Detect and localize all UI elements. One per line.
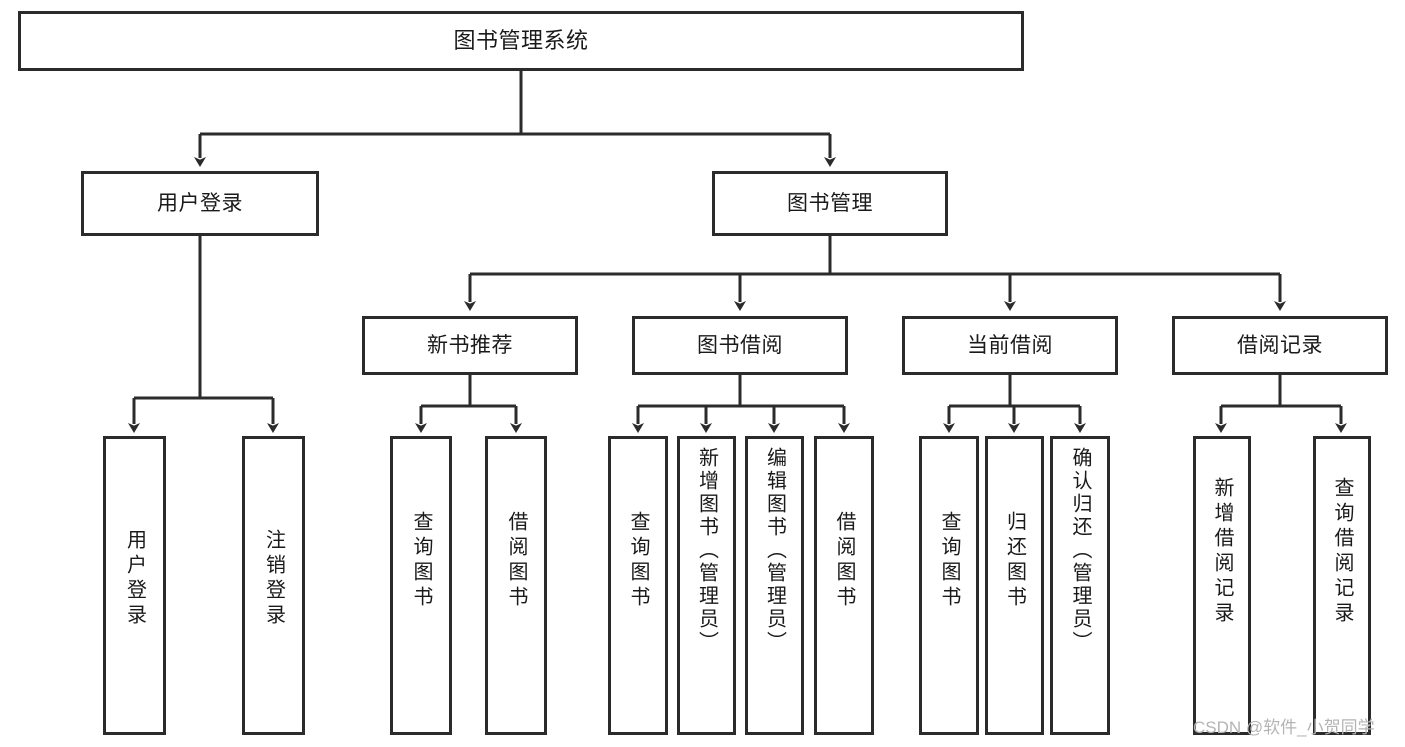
node-label: 新增图书（管理员） (695, 447, 718, 654)
csdn-watermark: CSDN @软件_小贺同学 (1193, 718, 1375, 737)
node-label: 用户登录 (157, 191, 243, 215)
leaf-user-login-login[interactable]: 用户登录 (103, 436, 166, 735)
leaf-borrow-record-query-record[interactable]: 查询借阅记录 (1313, 436, 1371, 735)
node-borrow-record[interactable]: 借阅记录 (1172, 316, 1388, 375)
node-book-management[interactable]: 图书管理 (712, 171, 948, 236)
leaf-current-borrow-query-book[interactable]: 查询图书 (919, 436, 979, 735)
node-current-borrow[interactable]: 当前借阅 (902, 316, 1118, 375)
node-label: 注销登录 (262, 529, 285, 629)
node-new-book-recommend[interactable]: 新书推荐 (362, 316, 578, 375)
node-root-book-management-system[interactable]: 图书管理系统 (18, 11, 1024, 71)
node-label: 用户登录 (123, 529, 146, 629)
node-label: 确认归还（管理员） (1069, 447, 1091, 654)
node-book-borrow[interactable]: 图书借阅 (632, 316, 848, 375)
leaf-book-borrow-borrow-book[interactable]: 借阅图书 (814, 436, 874, 735)
leaf-user-login-logout[interactable]: 注销登录 (242, 436, 305, 735)
leaf-new-book-query-book[interactable]: 查询图书 (390, 436, 452, 735)
leaf-borrow-record-add-record[interactable]: 新增借阅记录 (1193, 436, 1251, 735)
node-label: 查询图书 (627, 511, 649, 611)
leaf-new-book-borrow-book[interactable]: 借阅图书 (485, 436, 547, 735)
node-label: 编辑图书（管理员） (763, 447, 786, 654)
leaf-current-borrow-confirm-return-admin[interactable]: 确认归还（管理员） (1050, 436, 1110, 735)
node-label: 新增借阅记录 (1211, 477, 1233, 627)
node-label: 借阅图书 (833, 511, 855, 611)
node-label: 查询图书 (410, 511, 432, 611)
leaf-current-borrow-return-book[interactable]: 归还图书 (985, 436, 1044, 735)
node-label: 借阅图书 (505, 511, 527, 611)
node-label: 归还图书 (1003, 511, 1026, 611)
node-label: 图书管理 (787, 191, 873, 215)
node-label: 借阅记录 (1237, 333, 1323, 357)
node-label: 查询借阅记录 (1331, 477, 1353, 627)
node-label: 查询图书 (938, 511, 960, 611)
node-label: 新书推荐 (427, 333, 513, 357)
leaf-book-borrow-add-book-admin[interactable]: 新增图书（管理员） (677, 436, 736, 735)
node-label: 图书管理系统 (453, 27, 589, 53)
leaf-book-borrow-edit-book-admin[interactable]: 编辑图书（管理员） (745, 436, 804, 735)
node-user-login[interactable]: 用户登录 (81, 171, 319, 236)
leaf-book-borrow-query-book[interactable]: 查询图书 (608, 436, 668, 735)
node-label: 图书借阅 (697, 333, 783, 357)
node-label: 当前借阅 (967, 333, 1053, 357)
